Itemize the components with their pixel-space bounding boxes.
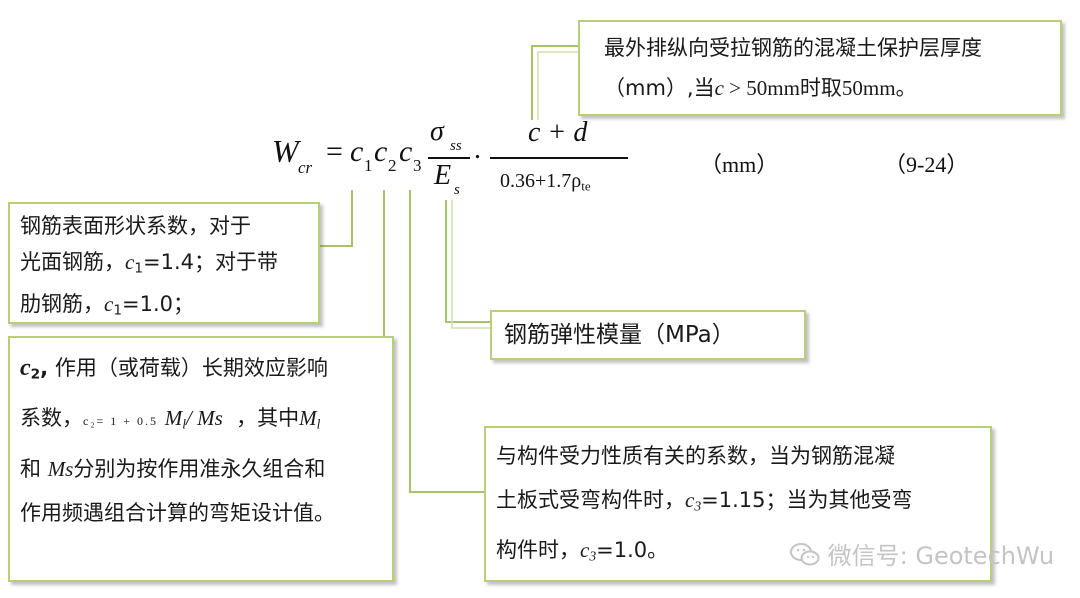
- connector-c3: [409, 190, 484, 493]
- box-c2-line4: 作用频遇组合计算的弯矩设计值。: [20, 500, 335, 525]
- formula-equation-number: （9-24）: [884, 152, 969, 177]
- formula-c1-sub: 1: [364, 156, 373, 175]
- formula-c3-sub: 3: [413, 156, 422, 175]
- box-c1-surface-coefficient: 钢筋表面形状系数，对于 光面钢筋，c1=1.4；对于带 肋钢筋，c1=1.0；: [8, 202, 320, 324]
- box-c3-line1: 与构件受力性质有关的系数，当为钢筋混凝: [496, 444, 895, 468]
- box-cover-thickness: 最外排纵向受拉钢筋的混凝土保护层厚度 （mm）,当c > 50mm时取50mm。: [578, 20, 1062, 116]
- box-c1-line1: 钢筋表面形状系数，对于: [20, 214, 251, 238]
- box-c3-line2: 土板式受弯构件时，c3=1.15；当为其他受弯: [496, 488, 913, 514]
- formula-c1: c: [350, 135, 364, 168]
- wechat-icon: [790, 543, 820, 566]
- box-es-text: 钢筋弹性模量（MPa）: [504, 322, 735, 348]
- formula-dot: .: [474, 134, 481, 165]
- formula-es-sub: s: [454, 182, 460, 198]
- box-c1-line3: 肋钢筋，c1=1.0；: [20, 292, 195, 319]
- box-c2-long-term-coefficient: c2, 作用（或荷载）长期效应影响 系数，c₂= 1 + 0.5 Ml/ Ms …: [8, 336, 394, 582]
- formula-denominator: 0.36+1.7ρte: [500, 170, 591, 194]
- formula-numerator: c + d: [528, 117, 588, 148]
- box-elastic-modulus: 钢筋弹性模量（MPa）: [490, 310, 806, 360]
- formula-w-sub: cr: [298, 158, 313, 177]
- box-c2-line3: 和 Ms分别为按作用准永久组合和: [20, 456, 326, 481]
- formula-unit: （mm）: [700, 152, 779, 177]
- formula-w: W: [272, 133, 299, 169]
- connector-es-shadow: [451, 200, 490, 329]
- connector-cover-shadow: [537, 51, 578, 120]
- formula-fraction-bar-2: [490, 157, 628, 159]
- box-c1-line2: 光面钢筋，c1=1.4；对于带: [20, 250, 279, 277]
- box-c2-line1: c2, 作用（或荷载）长期效应影响: [20, 355, 328, 383]
- formula-c2-sub: 2: [388, 156, 397, 175]
- box-cover-line2: （mm）,当c > 50mm时取50mm。: [604, 76, 917, 100]
- connector-c1: [320, 190, 353, 247]
- connector-es: [445, 200, 490, 323]
- formula-sigma-sub: ss: [450, 138, 462, 154]
- box-c3-line3: 构件时，c3=1.0。: [496, 538, 669, 564]
- connector-cover: [531, 45, 578, 120]
- watermark-text: 微信号: GeotechWu: [827, 542, 1055, 570]
- box-c2-line2: 系数，c₂= 1 + 0.5 Ml/ Ms ，其中Ml: [20, 406, 321, 432]
- formula-sigma: σ: [430, 116, 444, 147]
- formula-fraction-bar-1: [428, 157, 470, 159]
- formula-equals: =: [326, 135, 343, 168]
- formula-c3: c: [399, 135, 413, 168]
- formula-c2: c: [374, 135, 388, 168]
- box-cover-line1: 最外排纵向受拉钢筋的混凝土保护层厚度: [604, 36, 982, 60]
- formula-es: E: [434, 160, 452, 191]
- watermark: 微信号: GeotechWu: [790, 536, 1054, 571]
- box-c3-load-nature-coefficient: 与构件受力性质有关的系数，当为钢筋混凝 土板式受弯构件时，c3=1.15；当为其…: [484, 426, 992, 582]
